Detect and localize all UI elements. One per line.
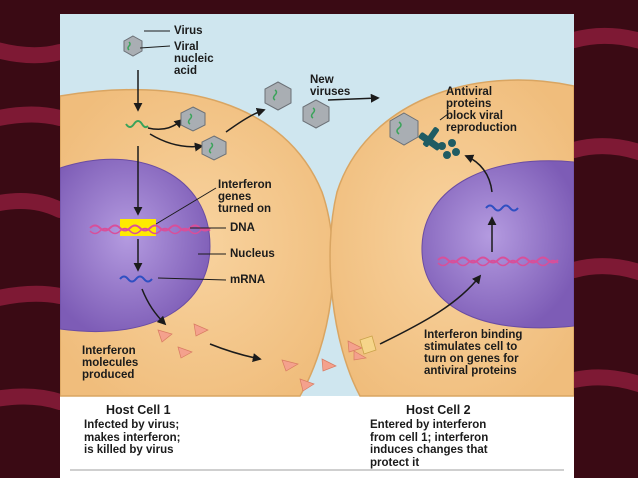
arrow-viruses-exit bbox=[225, 108, 266, 133]
label-new-viruses: New viruses bbox=[310, 74, 351, 98]
blocked-virus-particle bbox=[389, 112, 419, 146]
label-mrna: mRNA bbox=[230, 274, 266, 286]
mrna-pointer-line bbox=[157, 277, 227, 281]
caption-host-cell-1-description: Infected by virus; makes interferon; is … bbox=[84, 419, 181, 456]
interferon-diagram: Virus Viral nucleic acid New viruses Ant… bbox=[60, 14, 574, 478]
mrna-strand-cell2 bbox=[485, 204, 519, 212]
arrow-to-replication bbox=[147, 118, 184, 131]
viral-nucleic-acid-in-cell bbox=[125, 120, 149, 129]
caption-background bbox=[60, 396, 574, 478]
arrow-to-replication-2 bbox=[149, 133, 204, 152]
caption-host-cell-1-title: Host Cell 1 bbox=[106, 403, 171, 417]
nucleic-acid-pointer-line bbox=[139, 45, 171, 49]
host-cell-1-nucleus bbox=[60, 158, 211, 333]
label-interferon-molecules: Interferon molecules produced bbox=[82, 345, 139, 381]
caption-host-cell-2-description: Entered by interferon from cell 1; inter… bbox=[370, 419, 489, 469]
label-antiviral-proteins: Antiviral proteins block viral reproduct… bbox=[446, 86, 517, 134]
label-virus: Virus bbox=[174, 25, 203, 37]
arrow-mrna-to-interferon bbox=[141, 288, 167, 326]
genes-pointer-line bbox=[155, 187, 217, 225]
label-interferon-binding: Interferon binding stimulates cell to tu… bbox=[424, 329, 523, 377]
mrna-strand bbox=[119, 275, 153, 283]
interferon-molecules bbox=[157, 323, 368, 392]
dna-strand-cell2 bbox=[437, 256, 559, 264]
arrow-mrna-to-protein bbox=[464, 154, 493, 193]
arrow-signal-to-nucleus bbox=[379, 274, 482, 345]
label-interferon-genes: Interferon genes turned on bbox=[218, 179, 272, 215]
antiviral-protein-complex bbox=[418, 127, 460, 159]
diagram-graphic bbox=[60, 14, 574, 478]
decorative-stripes bbox=[0, 27, 638, 410]
new-virus-particle bbox=[264, 81, 292, 111]
host-cell-2-nucleus bbox=[421, 160, 574, 329]
arrow-viruses-to-cell2 bbox=[327, 93, 380, 103]
label-viral-nucleic-acid: Viral nucleic acid bbox=[174, 41, 214, 77]
new-virus-particle bbox=[201, 135, 227, 161]
label-nucleus: Nucleus bbox=[230, 248, 275, 260]
dna-strand-cell2-2 bbox=[437, 259, 559, 267]
caption-host-cell-2-title: Host Cell 2 bbox=[406, 403, 471, 417]
antiviral-pointer-line bbox=[439, 113, 449, 121]
new-virus-particle bbox=[302, 99, 330, 129]
arrow-interferon-released bbox=[209, 343, 262, 363]
virus-particle bbox=[123, 35, 143, 57]
dna-strand-2 bbox=[89, 227, 211, 235]
label-dna: DNA bbox=[230, 222, 255, 234]
new-virus-particle bbox=[180, 106, 206, 132]
interferon-receptor bbox=[359, 335, 377, 355]
